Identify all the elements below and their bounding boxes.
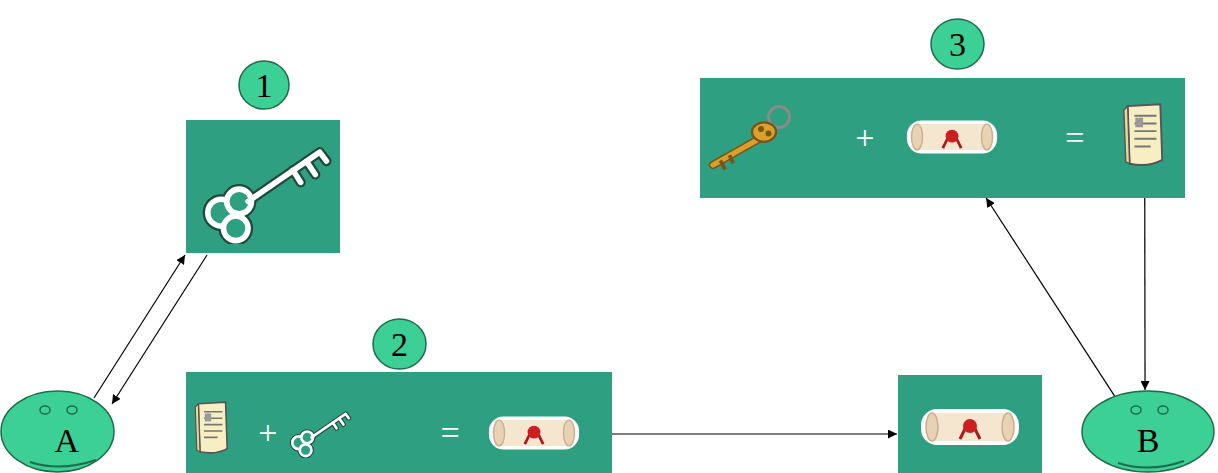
return-arrow bbox=[112, 255, 207, 404]
callout-circle: 3 bbox=[930, 18, 985, 70]
encrypted-scroll-icon bbox=[491, 418, 577, 447]
operator-symbol: + bbox=[855, 121, 874, 155]
flow-arrow bbox=[1144, 198, 1146, 390]
face-b-part bbox=[1131, 406, 1141, 414]
document-icon bbox=[1124, 104, 1162, 165]
person-label: A bbox=[54, 424, 79, 458]
private-key-icon bbox=[713, 107, 790, 170]
face-b-part bbox=[1118, 461, 1184, 468]
person-circle: A bbox=[0, 390, 115, 473]
public-key-icon bbox=[292, 414, 349, 456]
callout-number: 3 bbox=[949, 28, 966, 62]
face-a-part bbox=[30, 460, 96, 467]
face-b-part bbox=[1158, 406, 1168, 414]
operator-symbol: = bbox=[1065, 121, 1084, 155]
circle-shape bbox=[1, 391, 114, 472]
face-a bbox=[30, 406, 96, 467]
operator-symbol: + bbox=[258, 416, 277, 450]
circle-shape bbox=[239, 61, 289, 109]
face-a-part bbox=[67, 406, 77, 414]
flow-arrow bbox=[986, 198, 1114, 396]
circle-shape bbox=[373, 319, 426, 369]
send-arrow bbox=[612, 433, 897, 434]
face-b bbox=[1118, 406, 1184, 468]
encrypted-scroll-icon bbox=[923, 411, 1017, 443]
fetch-arrow bbox=[94, 255, 185, 398]
person-label: B bbox=[1137, 424, 1160, 458]
callout-circle: 2 bbox=[372, 318, 427, 370]
circle-shape bbox=[1082, 391, 1214, 472]
key-panel bbox=[186, 120, 340, 253]
callout-circle: 1 bbox=[238, 60, 290, 110]
callout-number: 1 bbox=[256, 69, 273, 103]
public-key-icon bbox=[208, 152, 327, 240]
circle-shape bbox=[931, 19, 984, 69]
person-circle: B bbox=[1081, 390, 1215, 473]
callout-number: 2 bbox=[391, 328, 408, 362]
document-icon bbox=[195, 402, 227, 453]
message-panel bbox=[898, 375, 1042, 473]
encrypted-scroll-icon bbox=[909, 122, 995, 151]
operator-symbol: = bbox=[441, 416, 460, 450]
face-a-part bbox=[40, 406, 50, 414]
